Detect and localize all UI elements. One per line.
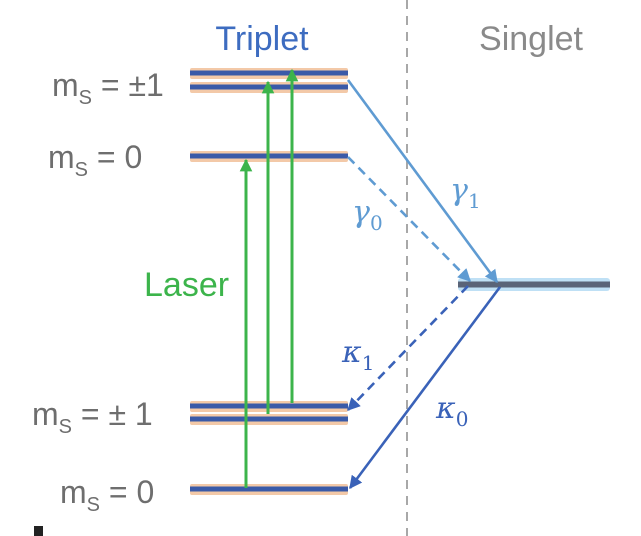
ground-ms-pm1-label: mS = ± 1 bbox=[32, 396, 153, 438]
singlet-level bbox=[458, 278, 610, 291]
kappa1-arrow bbox=[347, 285, 469, 411]
singlet-header: Singlet bbox=[479, 20, 584, 58]
triplet-header: Triplet bbox=[215, 20, 309, 58]
laser-label: Laser bbox=[144, 266, 229, 304]
kappa1-label: κ1 bbox=[341, 335, 374, 375]
kappa0-arrow bbox=[348, 286, 502, 490]
gamma1-arrow bbox=[346, 79, 499, 284]
kappa0-label: κ0 bbox=[435, 391, 468, 431]
ground-ms-0-level bbox=[190, 484, 348, 495]
gamma1-label: γ1 bbox=[450, 173, 481, 213]
gamma0-label: γ0 bbox=[352, 195, 383, 235]
excited-ms-0-label: mS = 0 bbox=[48, 139, 142, 181]
excited-ms-pm1-label: mS = ±1 bbox=[52, 67, 164, 109]
clipped-mark bbox=[34, 526, 43, 536]
ground-ms-0-label: mS = 0 bbox=[60, 474, 154, 516]
